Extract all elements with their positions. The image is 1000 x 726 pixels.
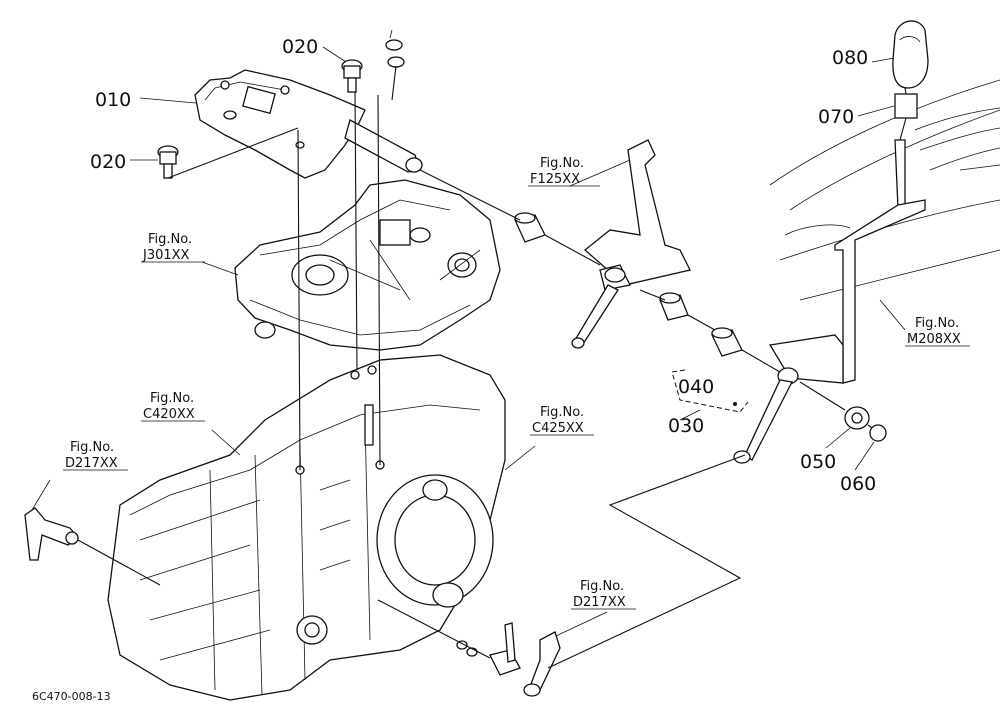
washer-050-hole	[851, 412, 863, 424]
label-010: 010	[95, 89, 131, 111]
figref-d217-left-code: D217XX	[65, 456, 118, 471]
label-060: 060	[840, 473, 876, 495]
figref-c425: Fig.No. C425XX	[530, 405, 594, 436]
circlip-060	[869, 424, 887, 442]
label-070: 070	[818, 106, 854, 128]
label-080: 080	[832, 47, 868, 69]
group-030-dot	[733, 402, 737, 406]
leader-lines	[31, 46, 906, 637]
figref-c420: Fig.No. C420XX	[141, 391, 205, 422]
label-050: 050	[800, 451, 836, 473]
group-030-bracket	[671, 369, 749, 413]
bolt-020-left	[157, 145, 179, 179]
transmission-case	[107, 354, 506, 701]
label-030: 030	[668, 415, 704, 437]
figref-c420-code: C420XX	[143, 407, 195, 422]
fork-d217-left	[24, 507, 79, 561]
figref-m208-code: M208XX	[907, 332, 961, 347]
figref-d217-left-title: Fig.No.	[70, 440, 114, 455]
boot-070	[894, 93, 918, 119]
figref-m208-title: Fig.No.	[915, 316, 959, 331]
figref-f125-code: F125XX	[530, 172, 580, 187]
fork-d217-bottom	[456, 622, 561, 697]
nut-washer-top	[385, 29, 405, 68]
figref-c425-code: C425XX	[532, 421, 584, 436]
bushing-040	[711, 327, 743, 357]
figref-f125: Fig.No. F125XX	[528, 156, 600, 187]
figref-d217-bottom-code: D217XX	[573, 595, 626, 610]
label-020-left: 020	[90, 151, 126, 173]
shift-lever	[733, 139, 926, 464]
figref-j301-title: Fig.No.	[148, 232, 192, 247]
figref-f125-title: Fig.No.	[540, 156, 584, 171]
exploded-reference-lines	[77, 65, 907, 669]
figref-c420-title: Fig.No.	[150, 391, 194, 406]
figref-j301-code: J301XX	[142, 248, 190, 263]
shifter-housing-j301	[234, 179, 501, 351]
figref-c425-title: Fig.No.	[540, 405, 584, 420]
figref-m208: Fig.No. M208XX	[905, 316, 970, 347]
linkage-f125	[514, 139, 691, 349]
bolt-020-top	[341, 59, 363, 93]
figref-j301: Fig.No. J301XX	[141, 232, 205, 263]
figref-d217-bottom-title: Fig.No.	[580, 579, 624, 594]
figref-d217-bottom: Fig.No. D217XX	[571, 579, 636, 610]
label-020-top: 020	[282, 36, 318, 58]
figref-d217-left: Fig.No. D217XX	[63, 440, 128, 471]
drawing-code: 6C470-008-13	[32, 690, 111, 703]
floor-platform-outline	[769, 79, 1000, 301]
label-040: 040	[678, 376, 714, 398]
knob-080	[892, 20, 929, 89]
plate-010	[194, 69, 423, 179]
